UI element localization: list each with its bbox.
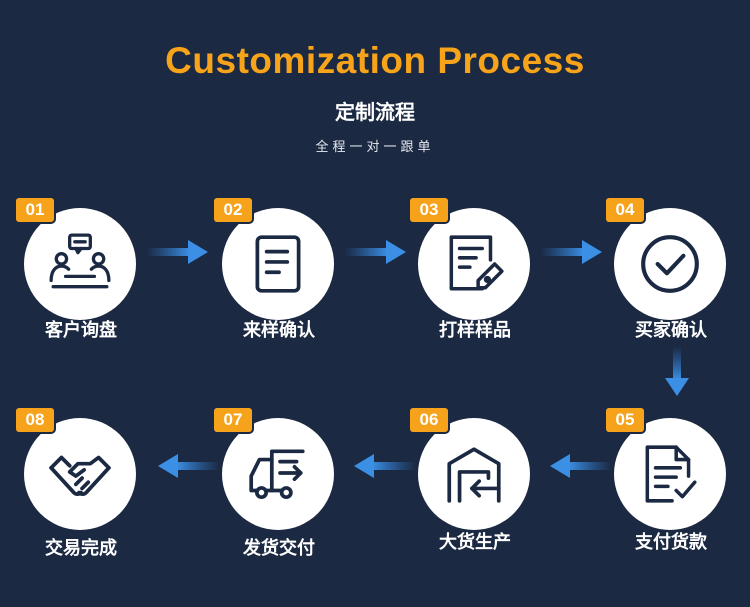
- page-title: Customization Process: [165, 40, 585, 81]
- step-03: 03 打样样品: [410, 198, 540, 368]
- arrow-right-icon: [146, 240, 208, 264]
- arrow-right-icon: [540, 240, 602, 264]
- step-label: 发货交付: [243, 538, 315, 559]
- step-label: 客户询盘: [45, 320, 117, 341]
- step-icon-circle: [24, 418, 136, 530]
- step-icon-circle: [614, 208, 726, 320]
- step-07: 07 发货交付: [214, 408, 344, 578]
- step-icon-circle: [222, 418, 334, 530]
- step-08: 08 交易完成: [16, 408, 146, 578]
- step-06: 06 大货生产: [410, 408, 540, 578]
- step-number-badge: 02: [214, 198, 252, 222]
- step-05: 05 支付货款: [606, 408, 736, 578]
- step-label: 大货生产: [439, 532, 511, 553]
- step-label: 交易完成: [45, 538, 117, 559]
- invoice-check-icon: [645, 445, 697, 503]
- step-number-badge: 08: [16, 408, 54, 432]
- step-number-badge: 07: [214, 408, 252, 432]
- step-icon-circle: [418, 418, 530, 530]
- step-01: 01 客户询盘: [16, 198, 146, 368]
- edit-document-icon: [449, 235, 504, 291]
- step-label: 打样样品: [439, 320, 511, 341]
- step-number-badge: 04: [606, 198, 644, 222]
- step-number-badge: 06: [410, 408, 448, 432]
- step-label: 支付货款: [635, 532, 707, 553]
- chat-meeting-icon: [49, 233, 111, 289]
- step-icon-circle: [24, 208, 136, 320]
- step-04: 04 买家确认: [606, 198, 736, 368]
- step-icon-circle: [222, 208, 334, 320]
- delivery-truck-icon: [249, 449, 305, 500]
- step-number-badge: 05: [606, 408, 644, 432]
- step-icon-circle: [614, 418, 726, 530]
- arrow-right-icon: [344, 240, 406, 264]
- check-circle-icon: [641, 235, 699, 293]
- arrow-left-icon: [550, 454, 612, 478]
- arrow-down-icon: [665, 346, 689, 396]
- handshake-icon: [49, 455, 111, 496]
- arrow-left-icon: [158, 454, 220, 478]
- step-number-badge: 01: [16, 198, 54, 222]
- document-icon: [255, 235, 301, 293]
- arrow-left-icon: [354, 454, 416, 478]
- step-icon-circle: [418, 208, 530, 320]
- step-02: 02 来样确认: [214, 198, 344, 368]
- step-label: 来样确认: [243, 320, 315, 341]
- step-label: 买家确认: [635, 320, 707, 341]
- step-number-badge: 03: [410, 198, 448, 222]
- warehouse-icon: [447, 447, 501, 503]
- page-tagline: 全程一对一跟单: [315, 140, 435, 155]
- page-subtitle: 定制流程: [335, 100, 415, 124]
